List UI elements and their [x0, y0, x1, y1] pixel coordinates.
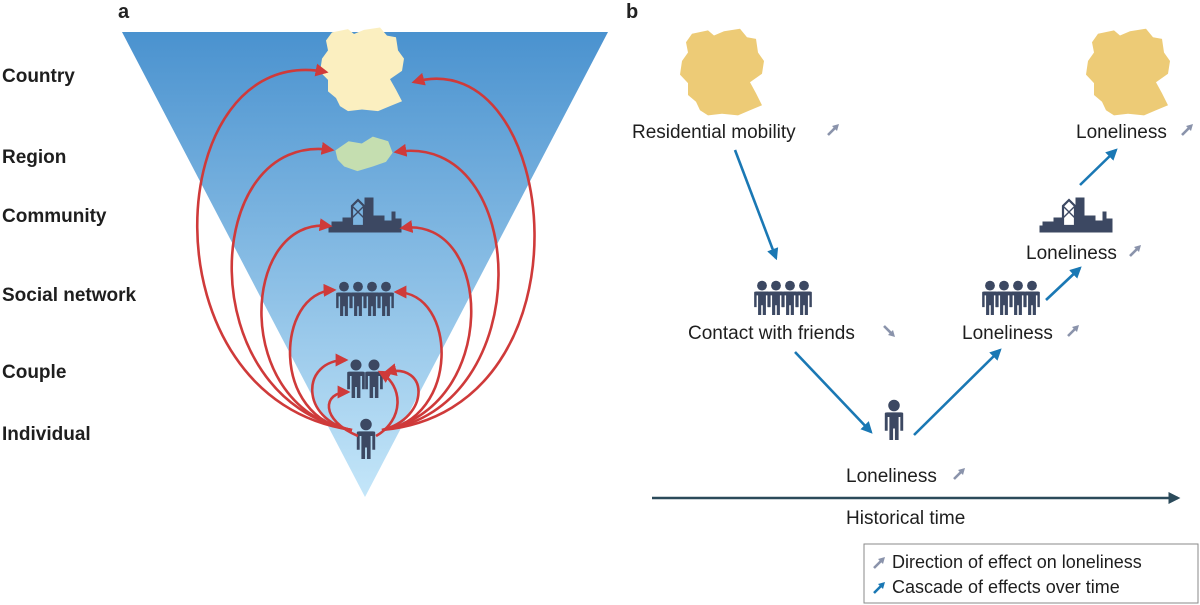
level-label-country: Country [2, 66, 75, 87]
feedback-arc-couple [310, 353, 353, 432]
feedback-arrows [195, 63, 536, 438]
feedback-arc-inner [327, 385, 359, 438]
direction-arrows [827, 124, 1193, 480]
label-loneliness-community: Loneliness [1026, 243, 1117, 264]
level-label-social-network: Social network [2, 285, 137, 306]
feedback-arc-social-network-return [381, 285, 443, 432]
feedback-arc-community [260, 218, 353, 432]
cascade-arrows [733, 148, 1118, 436]
cascade-arrow-friends-to-individual [794, 351, 873, 434]
feedback-arc-community-return [381, 220, 473, 432]
label-loneliness-network: Loneliness [962, 323, 1053, 344]
feedback-arc-social-network [288, 283, 353, 432]
level-label-couple: Couple [2, 362, 66, 383]
network-group-icon [982, 280, 1040, 315]
community-factory-b-icon [1038, 196, 1114, 234]
direction-up-icon [1067, 325, 1079, 337]
direction-up-icon [1181, 124, 1193, 136]
individual-person-b-icon [884, 399, 904, 440]
cascade-arrow-network-to-community [1045, 266, 1082, 301]
label-loneliness-individual: Loneliness [846, 466, 937, 487]
legend-direction-arrow-icon [873, 557, 885, 569]
country-map-left-icon [680, 28, 764, 116]
level-label-community: Community [2, 206, 107, 227]
legend-cascade-arrow-icon [873, 582, 885, 594]
direction-down-icon [883, 325, 895, 337]
feedback-arc-region-return [381, 143, 500, 432]
direction-up-icon [953, 468, 965, 480]
feedback-arc-inner-return [375, 370, 399, 438]
panel-a-letter: a [118, 1, 130, 23]
country-map-right-icon [1086, 28, 1170, 116]
feedback-arc-couple-return [381, 363, 420, 432]
panel-b-letter: b [626, 1, 638, 23]
scale-triangle [122, 32, 608, 497]
legend: Direction of effect on loneliness Cascad… [863, 543, 1199, 604]
label-residential-mobility: Residential mobility [632, 122, 796, 143]
cascade-arrow-individual-to-network [913, 348, 1002, 436]
label-contact-with-friends: Contact with friends [688, 323, 855, 344]
legend-box [863, 543, 1199, 604]
legend-cascade-text: Cascade of effects over time [892, 577, 1120, 597]
level-label-individual: Individual [2, 424, 91, 445]
direction-up-icon [1129, 245, 1141, 257]
level-label-region: Region [2, 147, 66, 168]
label-loneliness-country: Loneliness [1076, 122, 1167, 143]
cascade-arrow-mobility-to-friends [733, 149, 779, 261]
feedback-arc-region [230, 142, 353, 432]
legend-direction-text: Direction of effect on loneliness [892, 552, 1142, 572]
cascade-arrow-community-to-country [1079, 148, 1118, 186]
friends-group-icon [754, 280, 812, 315]
feedback-arc-country-return [381, 72, 536, 432]
direction-up-icon [827, 124, 839, 136]
feedback-arc-country [195, 63, 353, 432]
historical-time-label: Historical time [846, 508, 965, 529]
